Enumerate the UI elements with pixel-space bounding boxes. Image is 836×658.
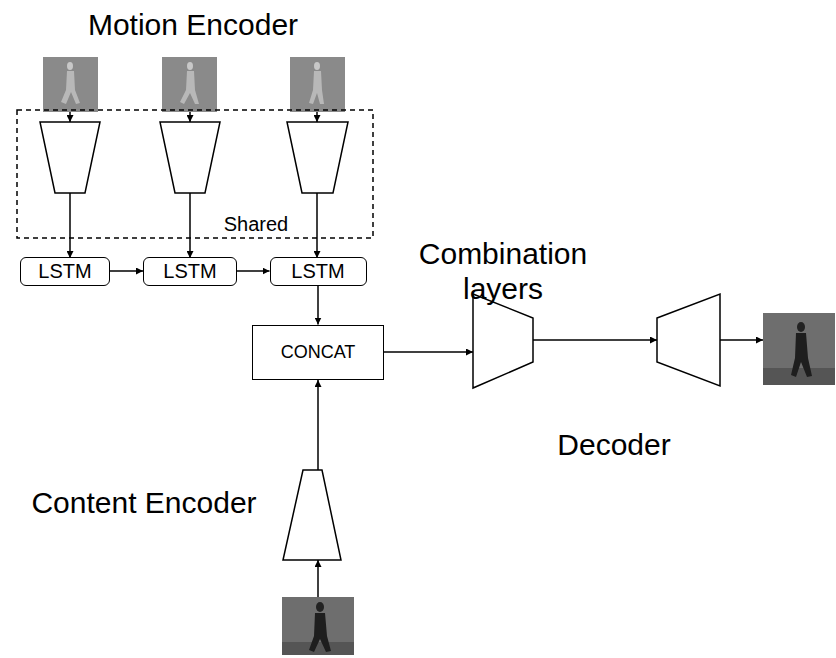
lstm-box: LSTM [270,257,367,286]
combination-trapezoid [473,294,533,388]
connector-arrow [110,270,143,272]
encoder-trapezoid [287,122,348,193]
node-text: LSTM [38,260,91,283]
diagram-label: Decoder [557,428,670,463]
encoder-trapezoid [40,122,100,193]
content-frame [282,597,354,655]
connector-arrow [317,286,319,325]
diagram-label: Combination layers [398,237,608,306]
motion-frame [290,57,345,112]
motion-frame [162,57,217,112]
node-text: LSTM [291,260,344,283]
encoder-trapezoid [160,122,220,193]
concat-box: CONCAT [252,325,384,380]
decoder-trapezoid [657,294,720,386]
diagram-label: Motion Encoder [88,8,298,43]
diagram-label: Shared [224,213,289,236]
lstm-box: LSTM [20,257,110,286]
content-encoder-trapezoid [283,470,341,560]
lstm-box: LSTM [143,257,237,286]
diagram-label: Content Encoder [31,486,256,521]
output-frame [763,313,835,385]
node-text: LSTM [163,260,216,283]
node-text: CONCAT [281,342,356,363]
connector-arrow [237,270,270,272]
motion-frame [43,57,98,112]
